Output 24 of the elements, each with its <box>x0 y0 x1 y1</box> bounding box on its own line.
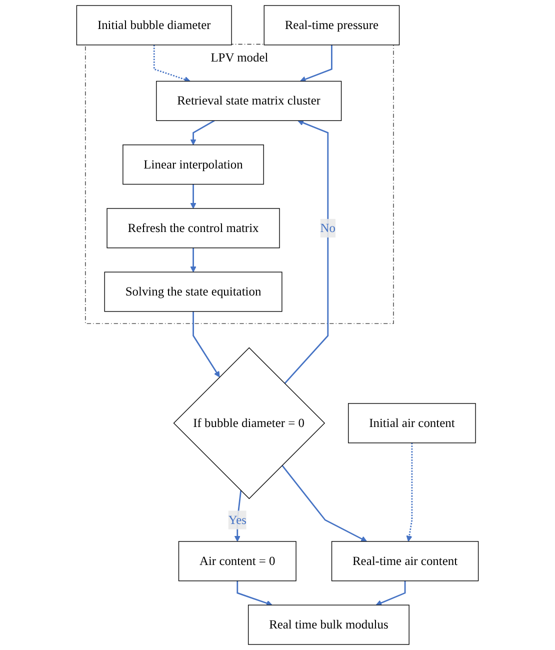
arrow <box>153 44 190 82</box>
arrow <box>376 580 406 606</box>
node-diamond: If bubble diameter = 0 <box>173 347 326 500</box>
node-box: Real-time pressure <box>264 5 400 46</box>
arrow <box>190 120 215 146</box>
node-box: Air content = 0 <box>178 541 296 582</box>
edge-label: No <box>320 220 336 235</box>
node-box: Real time bulk modulus <box>248 604 410 645</box>
arrow <box>190 248 196 272</box>
arrow <box>192 311 220 378</box>
arrow <box>406 442 413 542</box>
node-box: Linear interpolation <box>122 144 264 185</box>
arrow <box>284 120 329 384</box>
node-box: Retrieval state matrix cluster <box>156 80 342 121</box>
node-box: Solving the state equitation <box>104 272 282 312</box>
arrow <box>190 184 196 209</box>
edge-label: Yes <box>228 512 246 527</box>
arrow <box>300 44 332 82</box>
node-box: Refresh the control matrix <box>106 208 280 248</box>
node-box: Real-time air content <box>331 541 479 582</box>
arrow <box>236 580 272 606</box>
node-box: Initial air content <box>348 403 476 444</box>
arrow <box>282 464 368 542</box>
node-box: Initial bubble diameter <box>76 5 232 46</box>
